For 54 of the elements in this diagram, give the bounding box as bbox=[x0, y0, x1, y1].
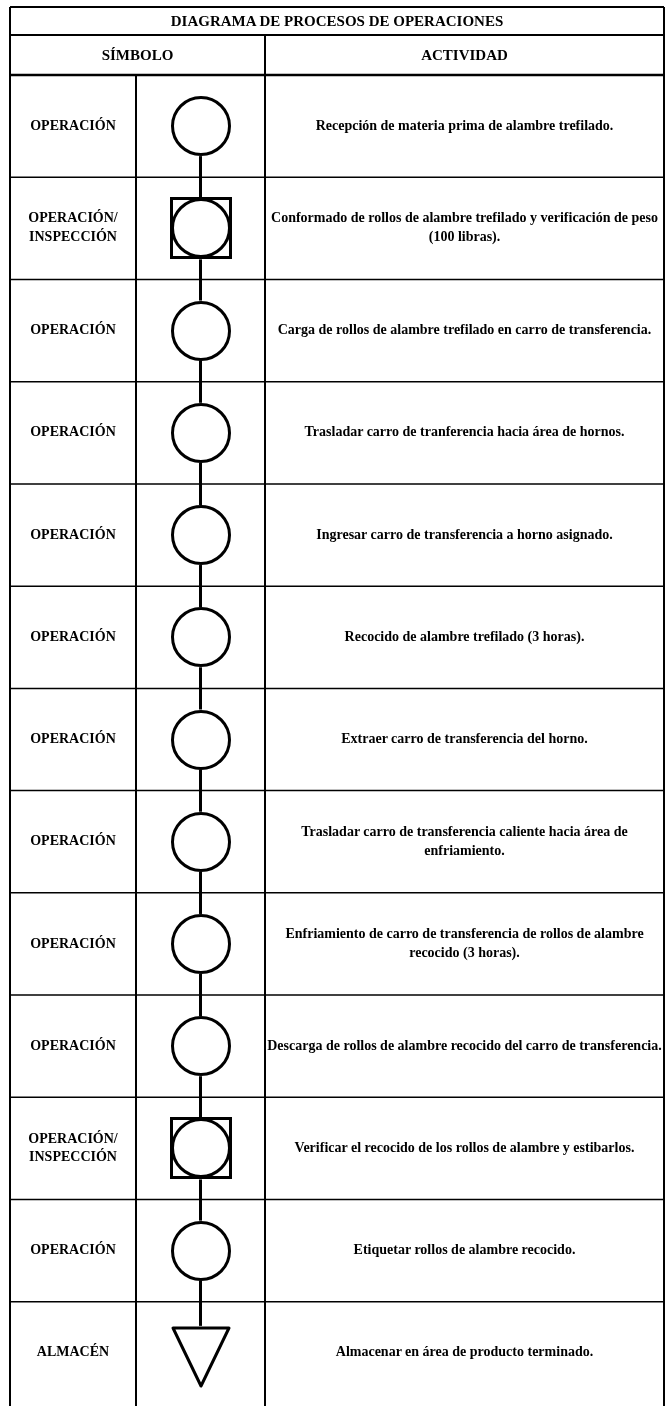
activity-text: Almacenar en área de producto terminado. bbox=[335, 1343, 594, 1362]
operation-circle bbox=[170, 300, 231, 361]
connector-line bbox=[199, 667, 202, 710]
operation-circle bbox=[170, 402, 231, 463]
activity-text: Verificar el recocido de los rollos de alambre y estibarlos. bbox=[294, 1138, 635, 1157]
symbol-type-label: OPERACIÓN bbox=[30, 321, 116, 340]
operation-circle bbox=[170, 1220, 231, 1281]
symbol-type-label: OPERACIÓN bbox=[30, 423, 116, 442]
connector-line bbox=[199, 1179, 202, 1221]
operation-circle bbox=[170, 607, 231, 668]
storage-triangle bbox=[170, 1325, 231, 1388]
activity-text: Trasladar carro de transferencia caliente hacia área de enfriamiento. bbox=[300, 822, 629, 860]
column-header: SÍMBOLO bbox=[101, 45, 174, 65]
symbol-type-label: OPERACIÓN bbox=[30, 934, 116, 953]
activity-text: Conformado de rollos de alambre trefilado y verificación de peso (100 libras). bbox=[270, 209, 659, 247]
connector-line bbox=[199, 871, 202, 914]
activity-text: Etiquetar rollos de alambre recocido. bbox=[353, 1241, 576, 1260]
connector-line bbox=[199, 565, 202, 608]
connector-line bbox=[199, 259, 202, 301]
symbol-type-label: ALMACÉN bbox=[36, 1343, 110, 1362]
activity-text: Recocido de alambre trefilado (3 horas). bbox=[344, 627, 585, 646]
operation-circle bbox=[170, 1016, 231, 1077]
connector-line bbox=[199, 360, 202, 403]
operation-circle bbox=[170, 96, 231, 157]
operation-circle bbox=[170, 505, 231, 566]
symbol-type-label: OPERACIÓN bbox=[30, 1241, 116, 1260]
activity-text: Ingresar carro de transferencia a horno asignado. bbox=[316, 525, 613, 544]
operation-circle bbox=[170, 709, 231, 770]
symbol-type-label: OPERACIÓN bbox=[30, 1036, 116, 1055]
activity-text: Extraer carro de transferencia del horno. bbox=[341, 730, 588, 749]
operation-circle bbox=[170, 913, 231, 974]
activity-text: Enfriamiento de carro de transferencia de rollos de alambre recocido (3 horas). bbox=[284, 925, 645, 962]
connector-line bbox=[199, 156, 202, 198]
symbol-type-label: OPERACIÓN/ INSPECCIÓN bbox=[27, 1129, 119, 1167]
activity-text: Trasladar carro de tranferencia hacia área de hornos. bbox=[304, 423, 625, 442]
operation-inspection-symbol bbox=[169, 1117, 232, 1180]
connector-line bbox=[199, 1076, 202, 1118]
operation-inspection-symbol bbox=[169, 197, 232, 260]
connector-line bbox=[199, 973, 202, 1017]
symbol-type-label: OPERACIÓN bbox=[30, 730, 116, 749]
connector-line bbox=[199, 462, 202, 506]
connector-line bbox=[199, 1280, 202, 1326]
symbol-type-label: OPERACIÓN bbox=[30, 832, 116, 851]
column-header: ACTIVIDAD bbox=[421, 45, 508, 65]
activity-text: Recepción de materia prima de alambre trefilado. bbox=[315, 116, 614, 135]
activity-text: Descarga de rollos de alambre recocido del carro de transferencia. bbox=[267, 1036, 662, 1055]
connector-line bbox=[199, 769, 202, 812]
operation-circle bbox=[170, 811, 231, 872]
symbol-type-label: OPERACIÓN bbox=[30, 525, 116, 544]
symbol-type-label: OPERACIÓN/ INSPECCIÓN bbox=[27, 209, 119, 247]
symbol-type-label: OPERACIÓN bbox=[30, 627, 116, 646]
activity-text: Carga de rollos de alambre trefilado en carro de transferencia. bbox=[277, 321, 652, 340]
symbol-type-label: OPERACIÓN bbox=[30, 116, 116, 135]
table-title: DIAGRAMA DE PROCESOS DE OPERACIONES bbox=[170, 11, 504, 31]
